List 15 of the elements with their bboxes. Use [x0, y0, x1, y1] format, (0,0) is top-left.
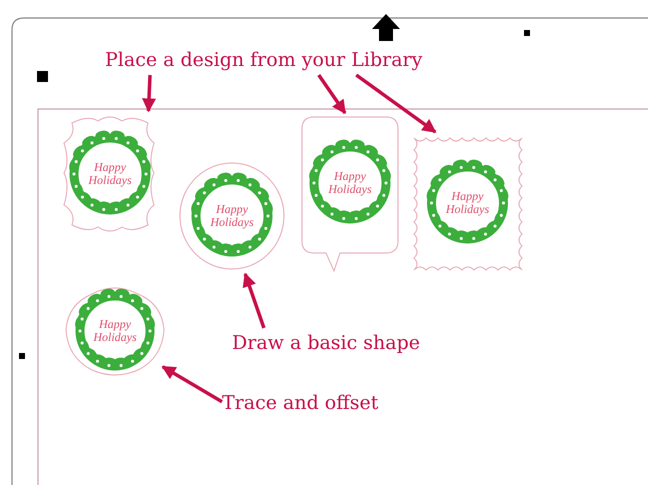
arrow: [142, 74, 156, 112]
greeting-text: Happy Holidays: [446, 190, 490, 216]
arrow: [355, 74, 436, 134]
greeting-text: Happy Holidays: [328, 170, 372, 196]
greeting-text: Happy Holidays: [93, 318, 137, 344]
arrow: [162, 365, 223, 404]
greeting-text: Happy Holidays: [88, 161, 132, 187]
annotation-label: Draw a basic shape: [232, 330, 460, 356]
arrow: [317, 74, 346, 114]
arrow: [242, 272, 266, 329]
annotation-label: Place a design from your Library: [105, 47, 480, 73]
sticker: [300, 115, 400, 273]
sticker: [177, 160, 287, 272]
annotation-label: Trace and offset: [222, 390, 412, 416]
greeting-text: Happy Holidays: [210, 203, 254, 229]
